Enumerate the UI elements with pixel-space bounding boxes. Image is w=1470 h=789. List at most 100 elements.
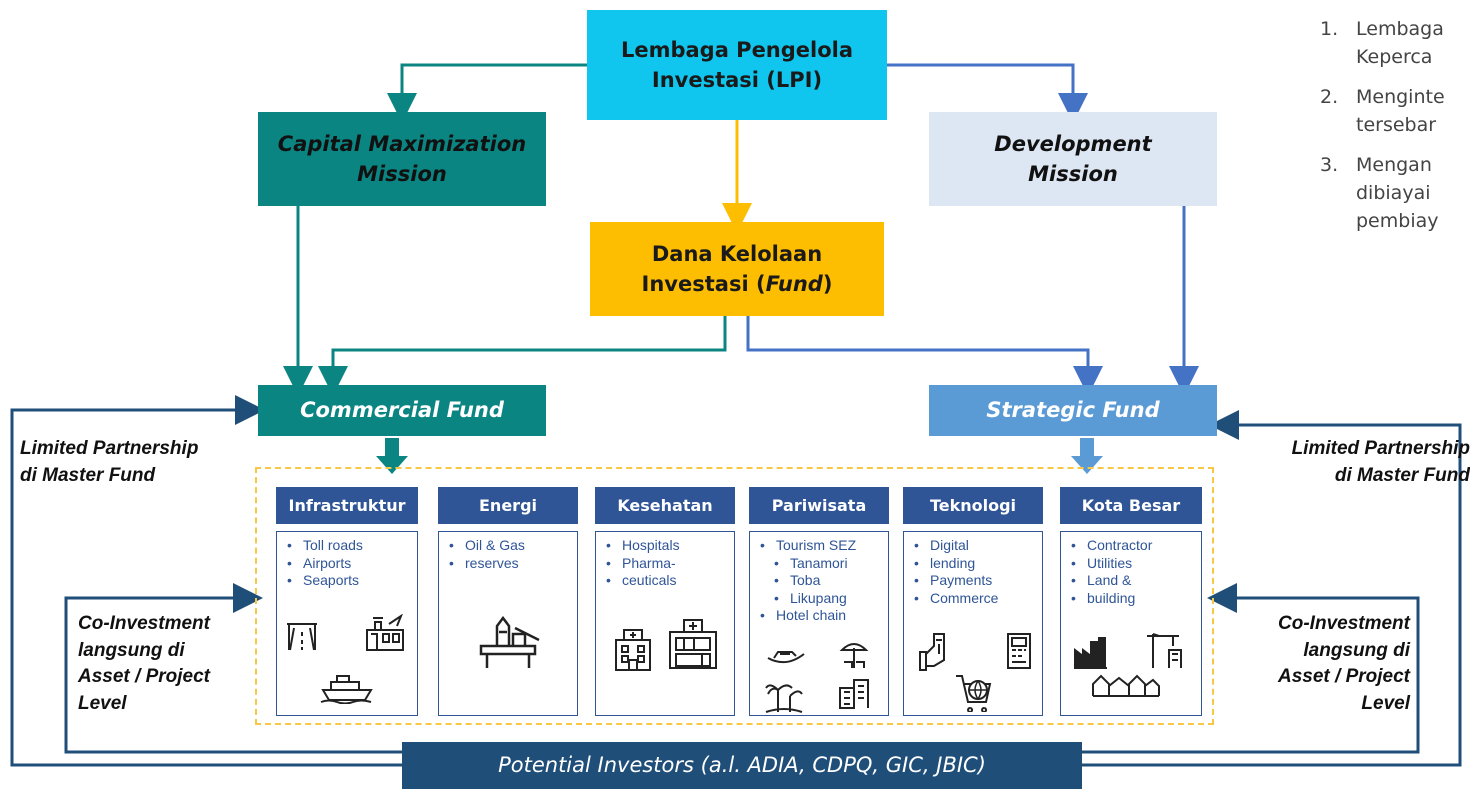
list-item: Hospitals <box>606 537 734 555</box>
sector-title: Pariwisata <box>771 496 867 515</box>
right-lp-label: Limited Partnership di Master Fund <box>1246 436 1470 489</box>
left-coinv-line2: langsung di <box>78 639 185 661</box>
list-item: tersebar <box>1356 114 1437 136</box>
list-item: Tanamori <box>774 555 888 573</box>
lpi-line1: Lembaga Pengelola <box>620 37 854 62</box>
list-item: Payments <box>914 572 1042 590</box>
list-item: Pharma- <box>606 555 734 573</box>
strategic-fund-label: Strategic Fund <box>986 398 1160 423</box>
sector-card-kesehatan: Hospitals Pharma- ceuticals <box>595 531 735 716</box>
right-numbered-list: 1. Lembaga Keperca 2. Menginte tersebar … <box>1320 10 1470 310</box>
dana-line1: Dana Kelolaan <box>651 241 823 266</box>
sector-title: Energi <box>479 496 537 515</box>
list-item: Seaports <box>287 572 417 590</box>
list-item: Land & <box>1071 572 1201 590</box>
airport-icon <box>366 614 404 651</box>
palm-island-icon <box>765 684 803 713</box>
list-item: Digital <box>914 537 1042 555</box>
list-item: Utilities <box>1071 555 1201 573</box>
list-number: 1. <box>1320 18 1339 40</box>
factory-icon <box>1074 637 1107 669</box>
sector-title: Kota Besar <box>1081 496 1181 515</box>
sector-header-kota-besar: Kota Besar <box>1060 487 1202 524</box>
beach-icon <box>839 643 869 668</box>
sector-header-energi: Energi <box>438 487 578 524</box>
right-coinv-line3: Asset / Project <box>1278 666 1410 688</box>
strategic-fund-box: Strategic Fund <box>929 385 1217 436</box>
dana-line2c: ) <box>822 272 833 296</box>
left-coinv-line1: Co-Investment <box>78 613 210 634</box>
houses-icon <box>1092 674 1160 697</box>
list-item: Contractor <box>1071 537 1201 555</box>
lpi-line2: Investasi (LPI) <box>651 68 823 92</box>
dana-line2-fund: Fund <box>765 272 823 296</box>
list-item: reserves <box>449 555 577 573</box>
list-item: Keperca <box>1356 46 1433 68</box>
list-item: Commerce <box>914 590 1042 608</box>
crane-icon <box>1147 633 1182 668</box>
list-item: Oil & Gas <box>449 537 577 555</box>
commercial-fund-label: Commercial Fund <box>300 398 504 423</box>
sector-card-pariwisata: Tourism SEZ Tanamori Toba Likupang Hotel… <box>749 531 889 716</box>
left-lp-line1: Limited Partnership <box>20 438 199 459</box>
right-lp-line2: di Master Fund <box>1334 464 1470 486</box>
list-item: dibiayai <box>1356 182 1431 204</box>
sector-title: Kesehatan <box>617 496 713 515</box>
capmax-line2: Mission <box>357 162 447 186</box>
list-item: Tourism SEZ <box>760 537 888 555</box>
sector-card-infrastruktur: Toll roads Airports Seaports <box>276 531 418 716</box>
pos-terminal-icon <box>1007 633 1031 669</box>
list-item: Toll roads <box>287 537 417 555</box>
commercial-fund-box: Commercial Fund <box>258 385 546 436</box>
sector-header-kesehatan: Kesehatan <box>595 487 735 524</box>
sector-header-teknologi: Teknologi <box>903 487 1043 524</box>
list-item: lending <box>914 555 1042 573</box>
list-item: pembiay <box>1356 210 1439 232</box>
devmis-line2: Mission <box>1028 162 1118 186</box>
sector-title: Infrastruktur <box>288 496 406 515</box>
list-item: building <box>1071 590 1201 608</box>
sector-header-pariwisata: Pariwisata <box>749 487 889 524</box>
sector-title: Teknologi <box>929 496 1017 515</box>
list-item: Likupang <box>774 590 888 608</box>
right-coinv-line1: Co-Investment <box>1278 613 1410 634</box>
dana-line2a: Investasi ( <box>641 272 766 296</box>
left-lp-line2: di Master Fund <box>20 464 156 486</box>
right-lp-line1: Limited Partnership <box>1291 438 1470 459</box>
ship-icon <box>320 675 373 704</box>
list-item: Airports <box>287 555 417 573</box>
devmis-line1: Development <box>994 131 1152 156</box>
list-item: Mengan <box>1356 154 1432 176</box>
sector-card-kota-besar: Contractor Utilities Land & building <box>1060 531 1202 716</box>
globe-cart-icon <box>956 675 992 712</box>
list-item: Hotel chain <box>760 607 888 625</box>
left-coinv-line4: Level <box>78 692 127 714</box>
sector-header-infrastruktur: Infrastruktur <box>276 487 418 524</box>
oil-rig-icon <box>479 616 540 668</box>
boat-icon <box>767 651 805 664</box>
right-coinv-line2: langsung di <box>1303 639 1410 661</box>
hospital-icon <box>615 629 651 671</box>
list-number: 2. <box>1320 86 1339 108</box>
capmax-line1: Capital Maximization <box>277 131 527 156</box>
toll-road-icon <box>287 623 317 651</box>
potential-investors-label: Potential Investors (a.l. ADIA, CDPQ, GI… <box>498 753 986 778</box>
list-number: 3. <box>1320 154 1339 176</box>
pharmacy-icon <box>669 619 717 669</box>
sector-container <box>255 467 1214 725</box>
sector-card-energi: Oil & Gas reserves <box>438 531 578 716</box>
hotel-icon <box>839 679 869 709</box>
list-item: Toba <box>774 572 888 590</box>
left-coinvest-label: Co-Investment langsung di Asset / Projec… <box>78 611 210 717</box>
left-lp-label: Limited Partnership di Master Fund <box>20 436 198 489</box>
right-coinv-line4: Level <box>1361 692 1410 714</box>
list-item: Lembaga <box>1356 18 1444 40</box>
list-item: Menginte <box>1356 86 1445 108</box>
potential-investors-box: Potential Investors (a.l. ADIA, CDPQ, GI… <box>402 742 1082 789</box>
left-coinv-line3: Asset / Project <box>78 666 210 688</box>
